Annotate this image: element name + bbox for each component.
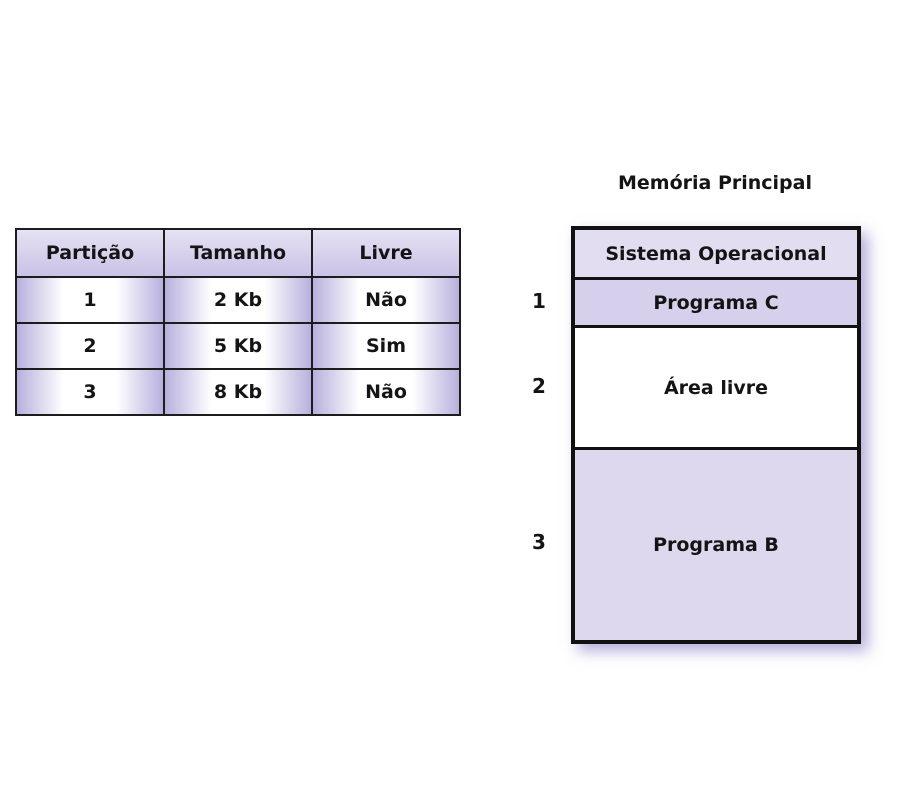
cell-livre: Não [311,368,461,416]
cell-particao: 1 [15,276,165,324]
header-tamanho: Tamanho [163,228,313,278]
table-row: 3 8 Kb Não [15,368,461,416]
cell-particao: 2 [15,322,165,370]
cell-livre: Sim [311,322,461,370]
table-row: 1 2 Kb Não [15,276,461,324]
cell-tamanho: 8 Kb [163,368,313,416]
memory-segment-partition-2: Área livre [575,328,857,450]
cell-particao: 3 [15,368,165,416]
memory-diagram: Sistema Operacional Programa C Área livr… [571,226,861,644]
table-header-row: Partição Tamanho Livre [15,228,461,278]
partition-number-2: 2 [532,374,546,398]
cell-livre: Não [311,276,461,324]
memory-segment-partition-3: Programa B [575,450,857,640]
partition-number-3: 3 [532,530,546,554]
header-livre: Livre [311,228,461,278]
cell-tamanho: 5 Kb [163,322,313,370]
cell-tamanho: 2 Kb [163,276,313,324]
partition-number-1: 1 [532,289,546,313]
memory-segment-partition-1: Programa C [575,280,857,328]
partition-table: Partição Tamanho Livre 1 2 Kb Não 2 5 Kb… [15,228,461,416]
header-particao: Partição [15,228,165,278]
memory-title: Memória Principal [617,172,812,194]
table-row: 2 5 Kb Sim [15,322,461,370]
memory-segment-os: Sistema Operacional [575,230,857,280]
